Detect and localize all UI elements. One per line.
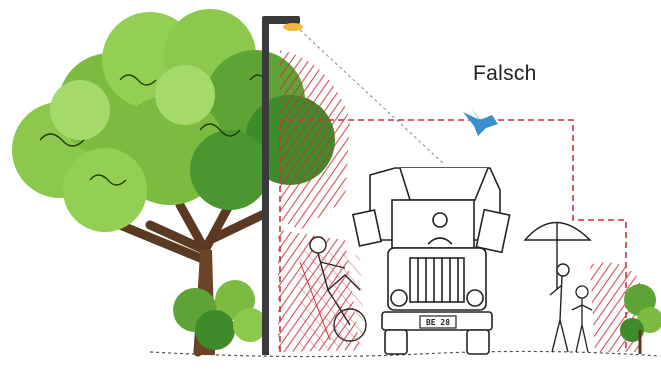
clearance-outline (279, 119, 627, 352)
child-icon (571, 285, 593, 353)
hatched-cyclist-area (300, 250, 365, 350)
truck-icon (351, 167, 511, 355)
bird-icon (463, 106, 498, 136)
license-plate-text: BE 28 (426, 318, 450, 327)
bush-icon (620, 284, 661, 354)
license-plate (419, 315, 457, 329)
street-lamp-icon (262, 16, 446, 355)
umbrella-pedestrian-icon (523, 221, 592, 353)
caption-label: Falsch (473, 62, 537, 85)
ground (149, 350, 661, 358)
